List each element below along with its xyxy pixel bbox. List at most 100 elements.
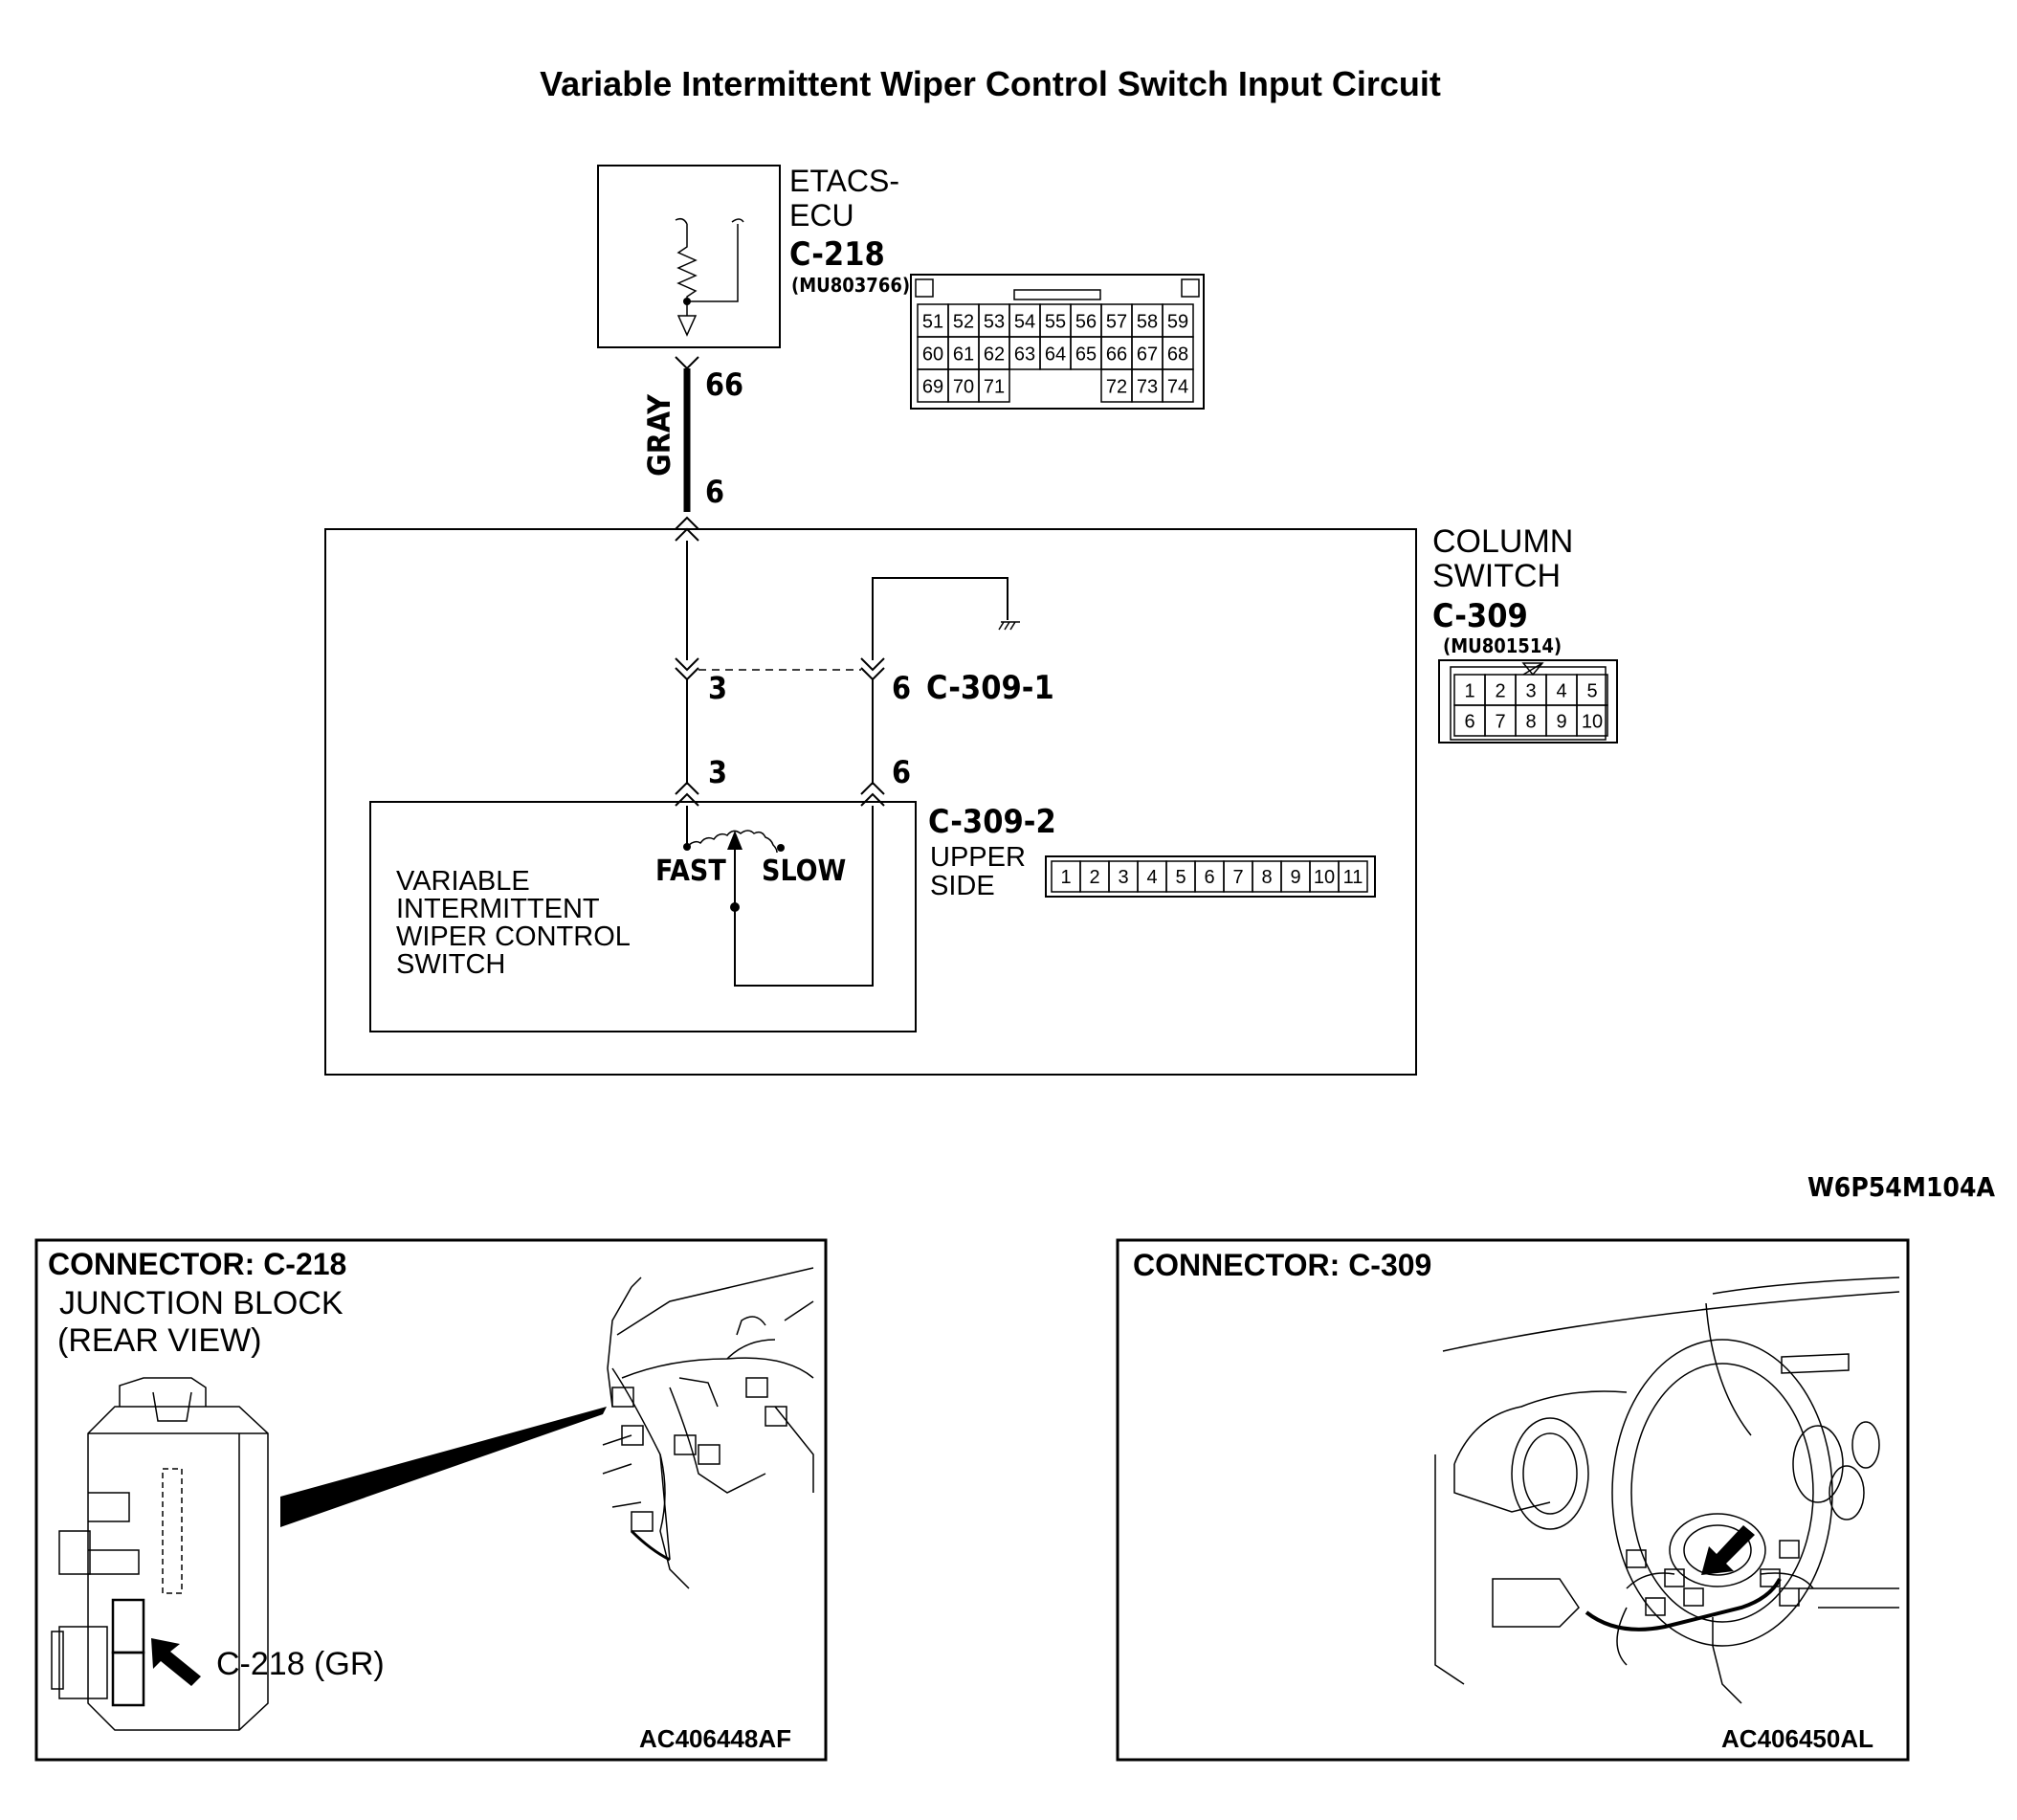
column-switch-name-1: COLUMN: [1432, 523, 1573, 560]
c218-pin-label-63: 63: [1014, 344, 1035, 366]
pin-66-label: 66: [705, 366, 743, 403]
figure-code: W6P54M104A: [1807, 1171, 1995, 1203]
dashboard-harness-illustration: [602, 1267, 814, 1589]
c309-2-pin-label-10: 10: [1314, 867, 1335, 888]
c309-2-pin-label-5: 5: [1175, 867, 1186, 888]
c309-callout-arrow: [1701, 1525, 1755, 1575]
c218-pin-label-57: 57: [1106, 312, 1127, 333]
c309-pin-label-10: 10: [1582, 712, 1603, 733]
c309-1-mark-left: [675, 657, 699, 681]
fast-label: FAST: [655, 855, 726, 888]
c309-2-pin-label-9: 9: [1290, 867, 1300, 888]
wiper-switch-box: [369, 801, 917, 1032]
c218-pin-label-71: 71: [984, 377, 1005, 398]
etacs-name-2: ECU: [789, 198, 854, 233]
column-switch-box: [324, 528, 1417, 1076]
junction-block-illustration: [51, 1377, 269, 1731]
c218-pin-label-51: 51: [922, 312, 943, 333]
etacs-part-number: (MU803766): [791, 274, 910, 297]
c309-pin-cell-10: [1576, 704, 1608, 737]
wire-color-label: GRAY: [641, 393, 677, 477]
column-switch-part-number: (MU801514): [1443, 634, 1562, 657]
upper-side-line-1: UPPER: [930, 842, 1026, 873]
fast-contact: [683, 843, 691, 851]
c218-pin-cell-71: [978, 368, 1010, 403]
panel-left-sub-2: (REAR VIEW): [57, 1322, 261, 1359]
connector-mark-66: [675, 356, 699, 370]
c309-pin-label-7: 7: [1495, 712, 1505, 733]
c309-2-label: C-309-2: [928, 803, 1056, 841]
ground-symbol: [998, 621, 1020, 631]
connector-c218-panel: CONNECTOR: C-218 JUNCTION BLOCK (REAR VI…: [34, 1238, 828, 1762]
pin-6-label: 6: [705, 474, 724, 510]
c309-1-label: C-309-1: [926, 669, 1054, 707]
c218-pin-label-52: 52: [953, 312, 974, 333]
pullup-resistor-symbol: [675, 217, 744, 316]
c309-latch: [1521, 662, 1544, 677]
column-switch-connector-id: C-309: [1432, 597, 1528, 635]
c309-2-strip-outline: [1045, 855, 1376, 898]
c218-pin-label-69: 69: [922, 377, 943, 398]
column-switch-name-2: SWITCH: [1432, 558, 1561, 594]
c218-pin-label-70: 70: [953, 377, 974, 398]
panel-right-header: CONNECTOR: C-309: [1133, 1248, 1431, 1282]
wiper-switch-name-4: SWITCH: [396, 949, 505, 980]
c309-2-pin-label-8: 8: [1261, 867, 1272, 888]
etacs-connector-id: C-218: [789, 235, 885, 274]
steering-column-illustration: [1434, 1276, 1900, 1704]
c309-2-pin-label-3: 3: [1118, 867, 1128, 888]
ground-arrow-symbol: [676, 315, 698, 337]
c309-1-pin-right: 6: [892, 670, 911, 706]
c309-pin-label-6: 6: [1464, 712, 1474, 733]
wiper-arrow: [727, 831, 743, 850]
c309-1-pin-left: 3: [708, 670, 727, 706]
etacs-ecu-box: [597, 165, 781, 348]
slow-contact: [777, 844, 785, 852]
c218-pin-label-68: 68: [1167, 344, 1188, 366]
wiper-return-wire: [734, 806, 874, 987]
diagram-title: Variable Intermittent Wiper Control Swit…: [540, 64, 1441, 103]
wiper-control-switch: VARIABLE INTERMITTENT WIPER CONTROL SWIT…: [369, 801, 917, 1032]
c218-pin-label-74: 74: [1167, 377, 1188, 398]
c218-pin-label-56: 56: [1075, 312, 1097, 333]
c218-pin-label-55: 55: [1045, 312, 1066, 333]
panel-left-code: AC406448AF: [639, 1724, 791, 1753]
c309-2-pin-label-4: 4: [1146, 867, 1157, 888]
c218-pin-label-73: 73: [1137, 377, 1158, 398]
panel-right-border: [1116, 1238, 1910, 1762]
wiper-switch-name-3: WIPER CONTROL: [396, 921, 631, 952]
c218-pin-label-58: 58: [1137, 312, 1158, 333]
c309-2-pin-label-1: 1: [1060, 867, 1071, 888]
c218-pin-label-72: 72: [1106, 377, 1127, 398]
wire-pin6-upper: [872, 577, 1008, 660]
panel-left-sub-1: JUNCTION BLOCK: [59, 1285, 344, 1321]
panel-left-border: [34, 1238, 828, 1762]
c218-pin-label-67: 67: [1137, 344, 1158, 366]
c218-pin-label-62: 62: [984, 344, 1005, 366]
callout-arrow: [151, 1638, 201, 1686]
gray-wire-segment: 66 6 GRAY: [641, 356, 743, 542]
wiper-switch-name-1: VARIABLE: [396, 866, 530, 897]
c218-pin-label-64: 64: [1045, 344, 1066, 366]
c309-1-mark-right: [860, 657, 885, 681]
c309-2-pin-label-11: 11: [1343, 867, 1363, 888]
c218-callout-label: C-218 (GR): [216, 1646, 385, 1682]
c218-pin-label-65: 65: [1075, 344, 1097, 366]
c218-key-left: [915, 278, 934, 298]
wiper-switch-name-2: INTERMITTENT: [396, 894, 600, 924]
c218-outline: [910, 274, 1205, 410]
c218-pin-label-53: 53: [984, 312, 1005, 333]
c309-2-pin-label-7: 7: [1232, 867, 1243, 888]
etacs-ecu: ETACS- ECU C-218 (MU803766): [597, 164, 910, 348]
c218-latch: [1013, 289, 1101, 300]
upper-side-line-2: SIDE: [930, 871, 995, 901]
c309-2-pin-label-2: 2: [1089, 867, 1099, 888]
panel-right-code: AC406450AL: [1721, 1724, 1873, 1753]
connector-c309-panel: CONNECTOR: C-309: [1116, 1238, 1910, 1762]
slow-label: SLOW: [762, 855, 846, 888]
c218-pin-label-61: 61: [953, 344, 974, 366]
c309-outline: [1438, 659, 1618, 744]
